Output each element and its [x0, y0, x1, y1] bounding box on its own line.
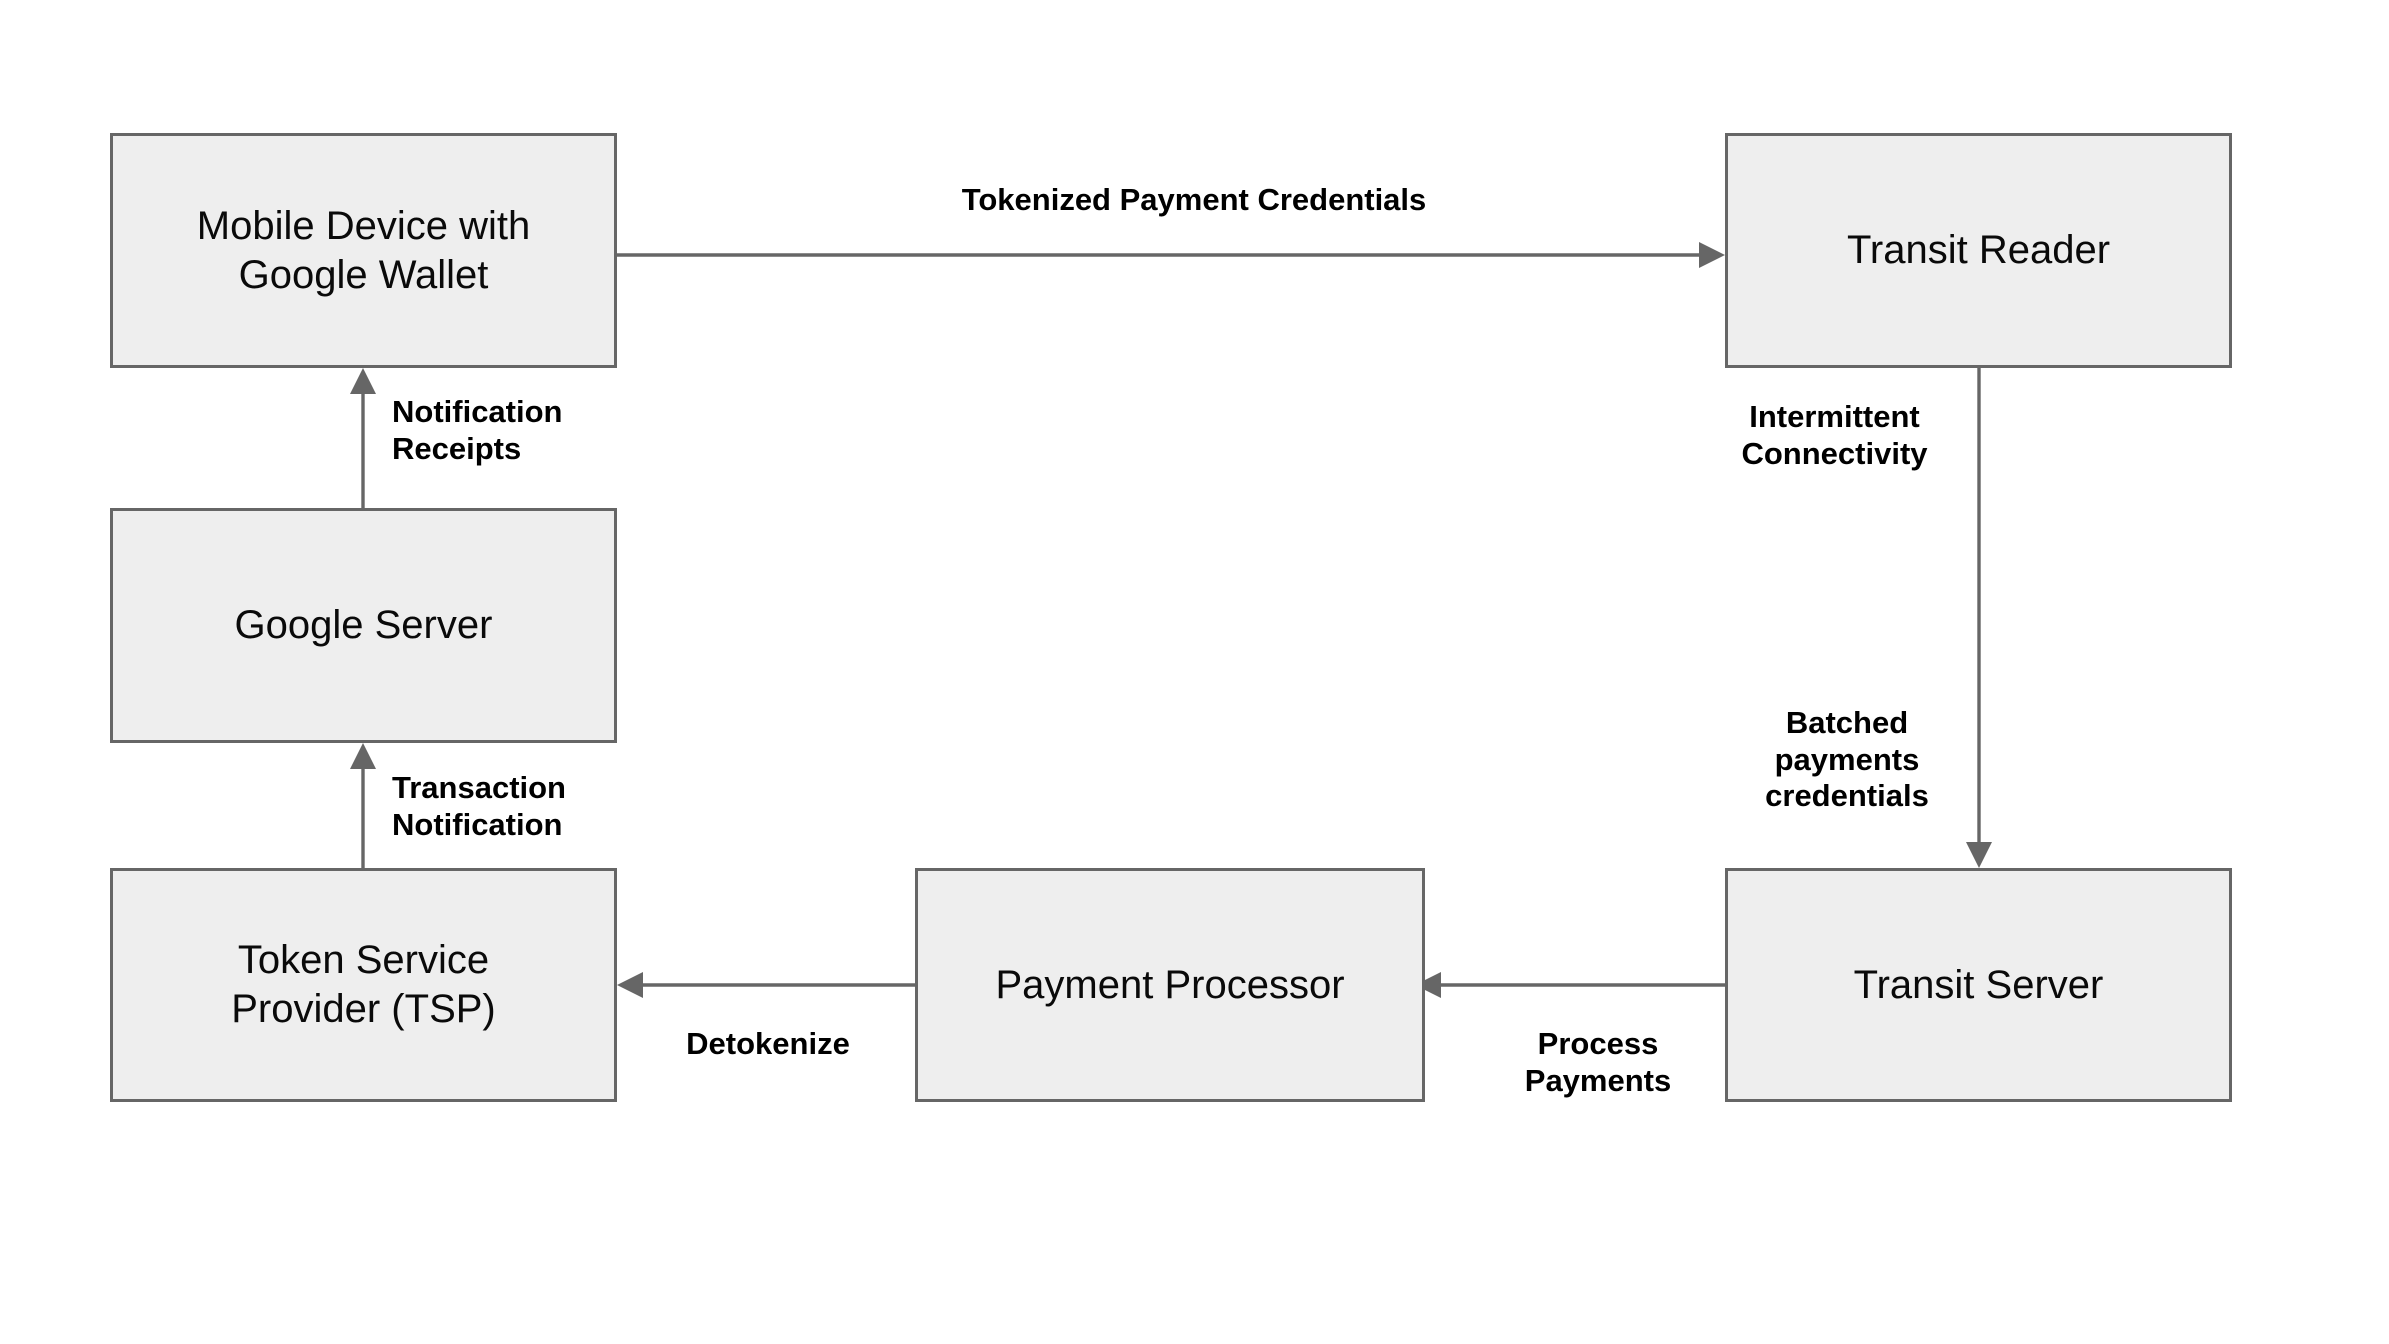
node-transit-server[interactable]: Transit Server [1725, 868, 2232, 1102]
edge-label-intermittent-connectivity: Intermittent Connectivity [1741, 399, 1928, 471]
edge-google-to-mobile [350, 368, 376, 508]
node-google-server[interactable]: Google Server [110, 508, 617, 743]
edge-tsp-to-google [350, 743, 376, 868]
edge-label-detokenize: Detokenize [686, 1026, 850, 1061]
node-transit-reader[interactable]: Transit Reader [1725, 133, 2232, 368]
edge-reader-to-server [1966, 368, 1992, 868]
edge-processor-to-tsp [617, 972, 915, 998]
edge-label-process-payments: Process Payments [1524, 1026, 1672, 1098]
edge-label-tokenized-payment-credentials: Tokenized Payment Credentials [961, 182, 1427, 217]
node-mobile-device[interactable]: Mobile Device with Google Wallet [110, 133, 617, 368]
node-token-service-provider[interactable]: Token Service Provider (TSP) [110, 868, 617, 1102]
edge-label-transaction-notification: Transaction Notification [392, 770, 566, 842]
edge-label-batched-payments-credentials: Batched payments credentials [1765, 705, 1929, 814]
edge-mobile-to-reader [617, 242, 1725, 268]
edge-transit-to-processor [1415, 972, 1725, 998]
node-payment-processor[interactable]: Payment Processor [915, 868, 1425, 1102]
edge-label-notification-receipts: Notification Receipts [392, 394, 563, 466]
